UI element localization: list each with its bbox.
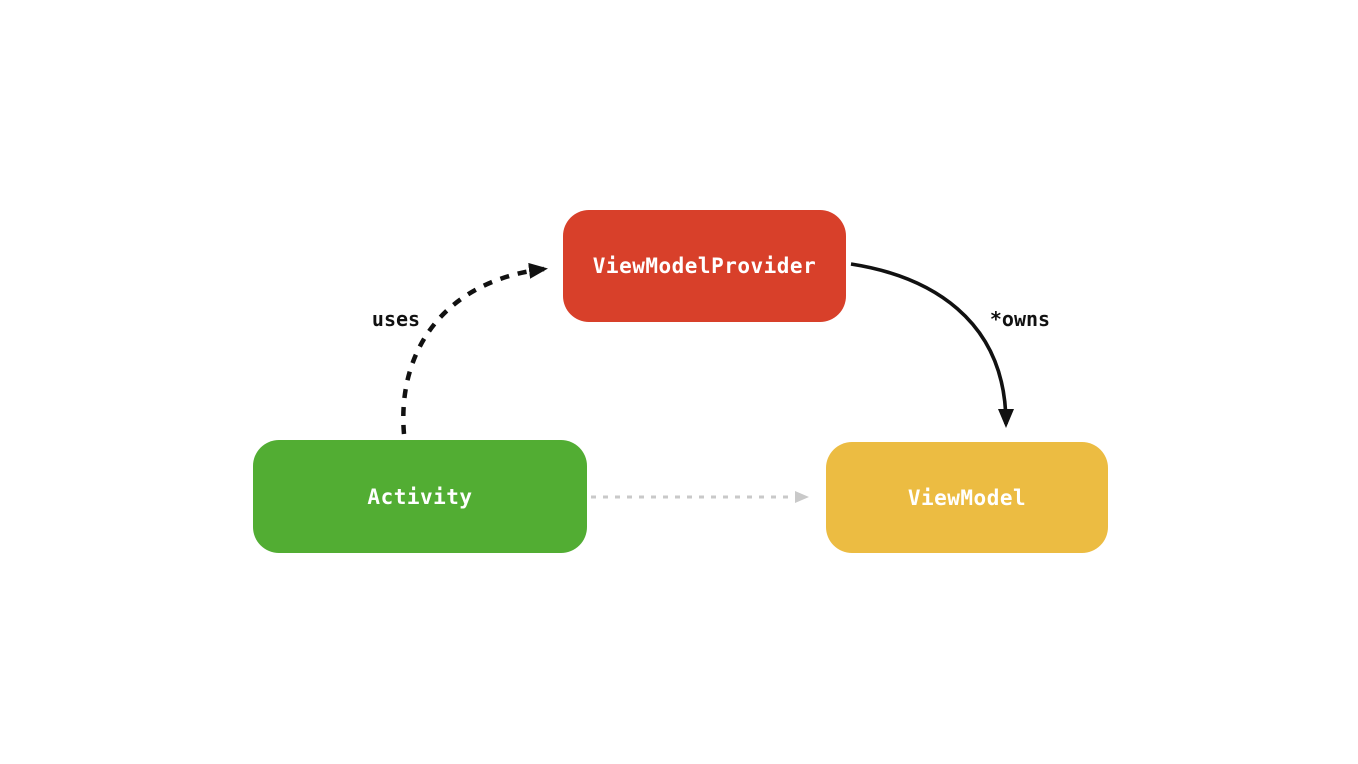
edge-uses-arrow bbox=[401, 262, 548, 435]
node-viewmodelprovider: ViewModelProvider bbox=[563, 210, 846, 322]
node-viewmodel-label: ViewModel bbox=[907, 485, 1027, 510]
edge-label-owns: *owns bbox=[989, 307, 1051, 331]
node-viewmodel: ViewModel bbox=[826, 442, 1108, 553]
node-viewmodelprovider-label: ViewModelProvider bbox=[592, 254, 817, 278]
node-activity: Activity bbox=[253, 440, 587, 553]
node-activity-label: Activity bbox=[367, 484, 473, 509]
edge-owns-arrow bbox=[850, 262, 1014, 428]
edge-label-uses: uses bbox=[371, 307, 421, 331]
